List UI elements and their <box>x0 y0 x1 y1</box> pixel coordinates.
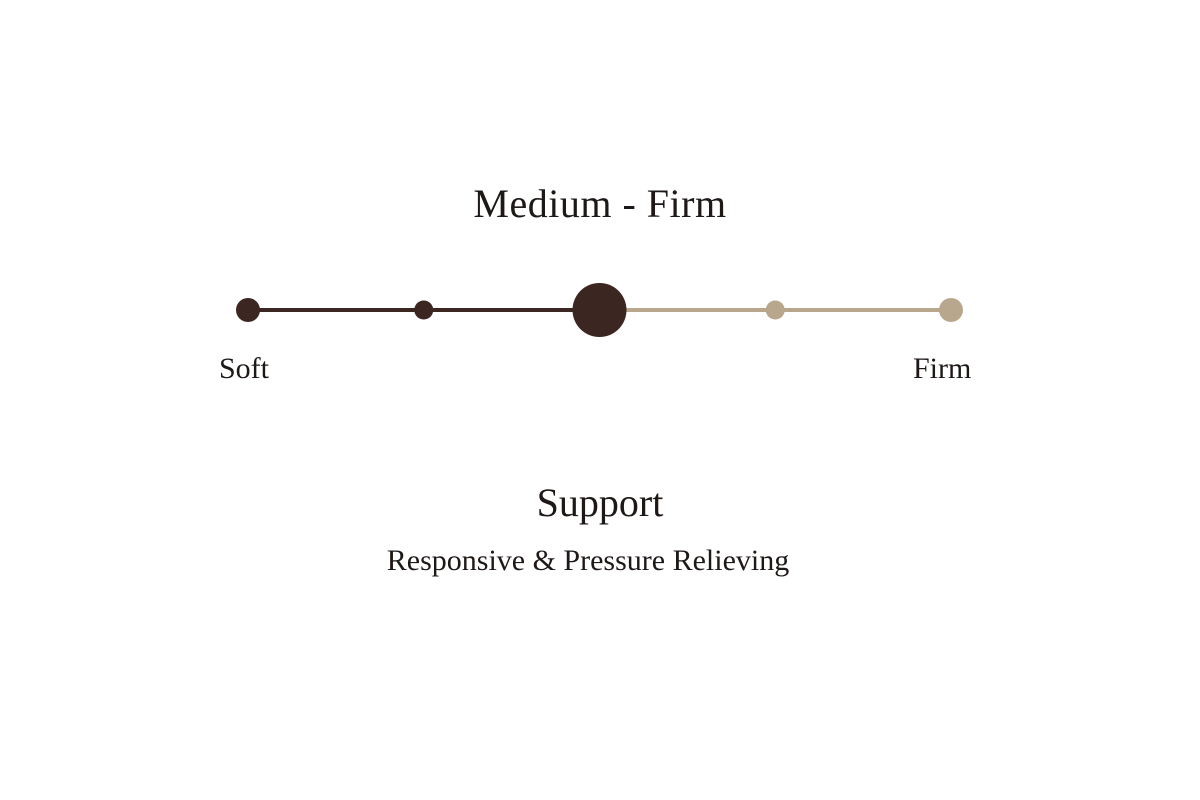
scale-dots <box>236 283 963 337</box>
scale-dot-2 <box>414 300 434 320</box>
scale-dot-4 <box>765 300 785 320</box>
firmness-title: Medium - Firm <box>473 181 727 226</box>
support-description: Responsive & Pressure Relieving <box>386 544 790 577</box>
scale-dot-5 <box>939 298 963 322</box>
scale-dot-1 <box>236 298 260 322</box>
scale-label-firm: Firm <box>913 352 972 385</box>
scale-dot-selected <box>572 283 627 337</box>
support-heading: Support <box>536 480 664 525</box>
scale-label-soft: Soft <box>219 352 270 385</box>
